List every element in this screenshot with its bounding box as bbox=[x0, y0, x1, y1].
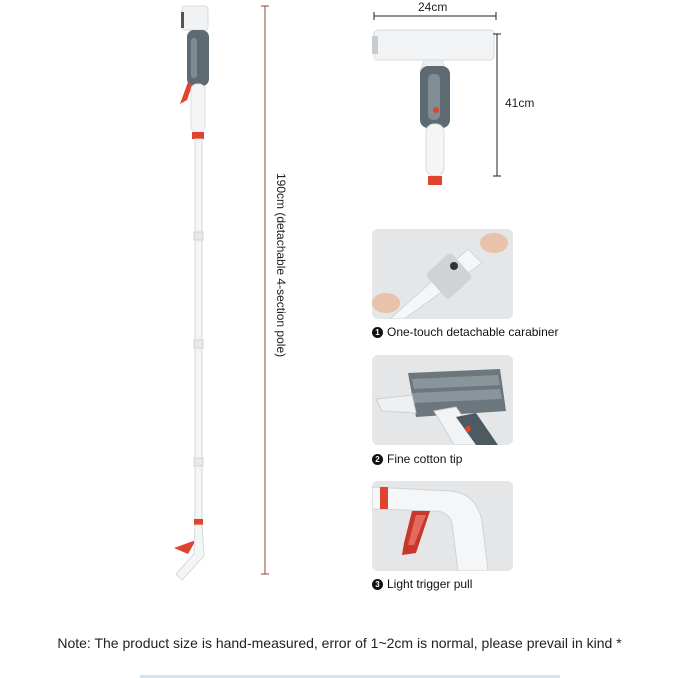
feature-number-badge: 2 bbox=[372, 453, 383, 465]
mop-head-closeup-illustration bbox=[372, 29, 495, 185]
feature-caption-2: 2 Fine cotton tip bbox=[372, 452, 462, 466]
feature-caption-1: 1 One-touch detachable carabiner bbox=[372, 325, 558, 339]
bottom-divider bbox=[140, 675, 560, 678]
feature-image-carabiner bbox=[372, 229, 513, 319]
trigger-detail-icon bbox=[372, 481, 513, 571]
feature-number-badge: 1 bbox=[372, 326, 383, 338]
feature-number-badge: 3 bbox=[372, 578, 383, 590]
head-height-dimension-line bbox=[493, 33, 501, 177]
feature-image-trigger bbox=[372, 481, 513, 571]
feature-caption-3: 3 Light trigger pull bbox=[372, 577, 472, 591]
height-dimension-line bbox=[261, 5, 269, 575]
feature-label: Light trigger pull bbox=[387, 577, 473, 591]
width-dimension-line bbox=[373, 12, 497, 20]
head-height-label: 41cm bbox=[505, 96, 535, 110]
carabiner-detail-icon bbox=[372, 229, 513, 319]
cotton-tip-detail-icon bbox=[372, 355, 513, 445]
feature-label: Fine cotton tip bbox=[387, 452, 463, 466]
feature-image-cotton-tip bbox=[372, 355, 513, 445]
size-disclaimer-note: Note: The product size is hand-measured,… bbox=[57, 635, 622, 651]
feature-label: One-touch detachable carabiner bbox=[387, 325, 559, 339]
total-length-label: 190cm (detachable 4-section pole) bbox=[274, 173, 288, 358]
head-width-label: 24cm bbox=[418, 0, 448, 14]
mop-full-length-illustration bbox=[174, 5, 209, 581]
